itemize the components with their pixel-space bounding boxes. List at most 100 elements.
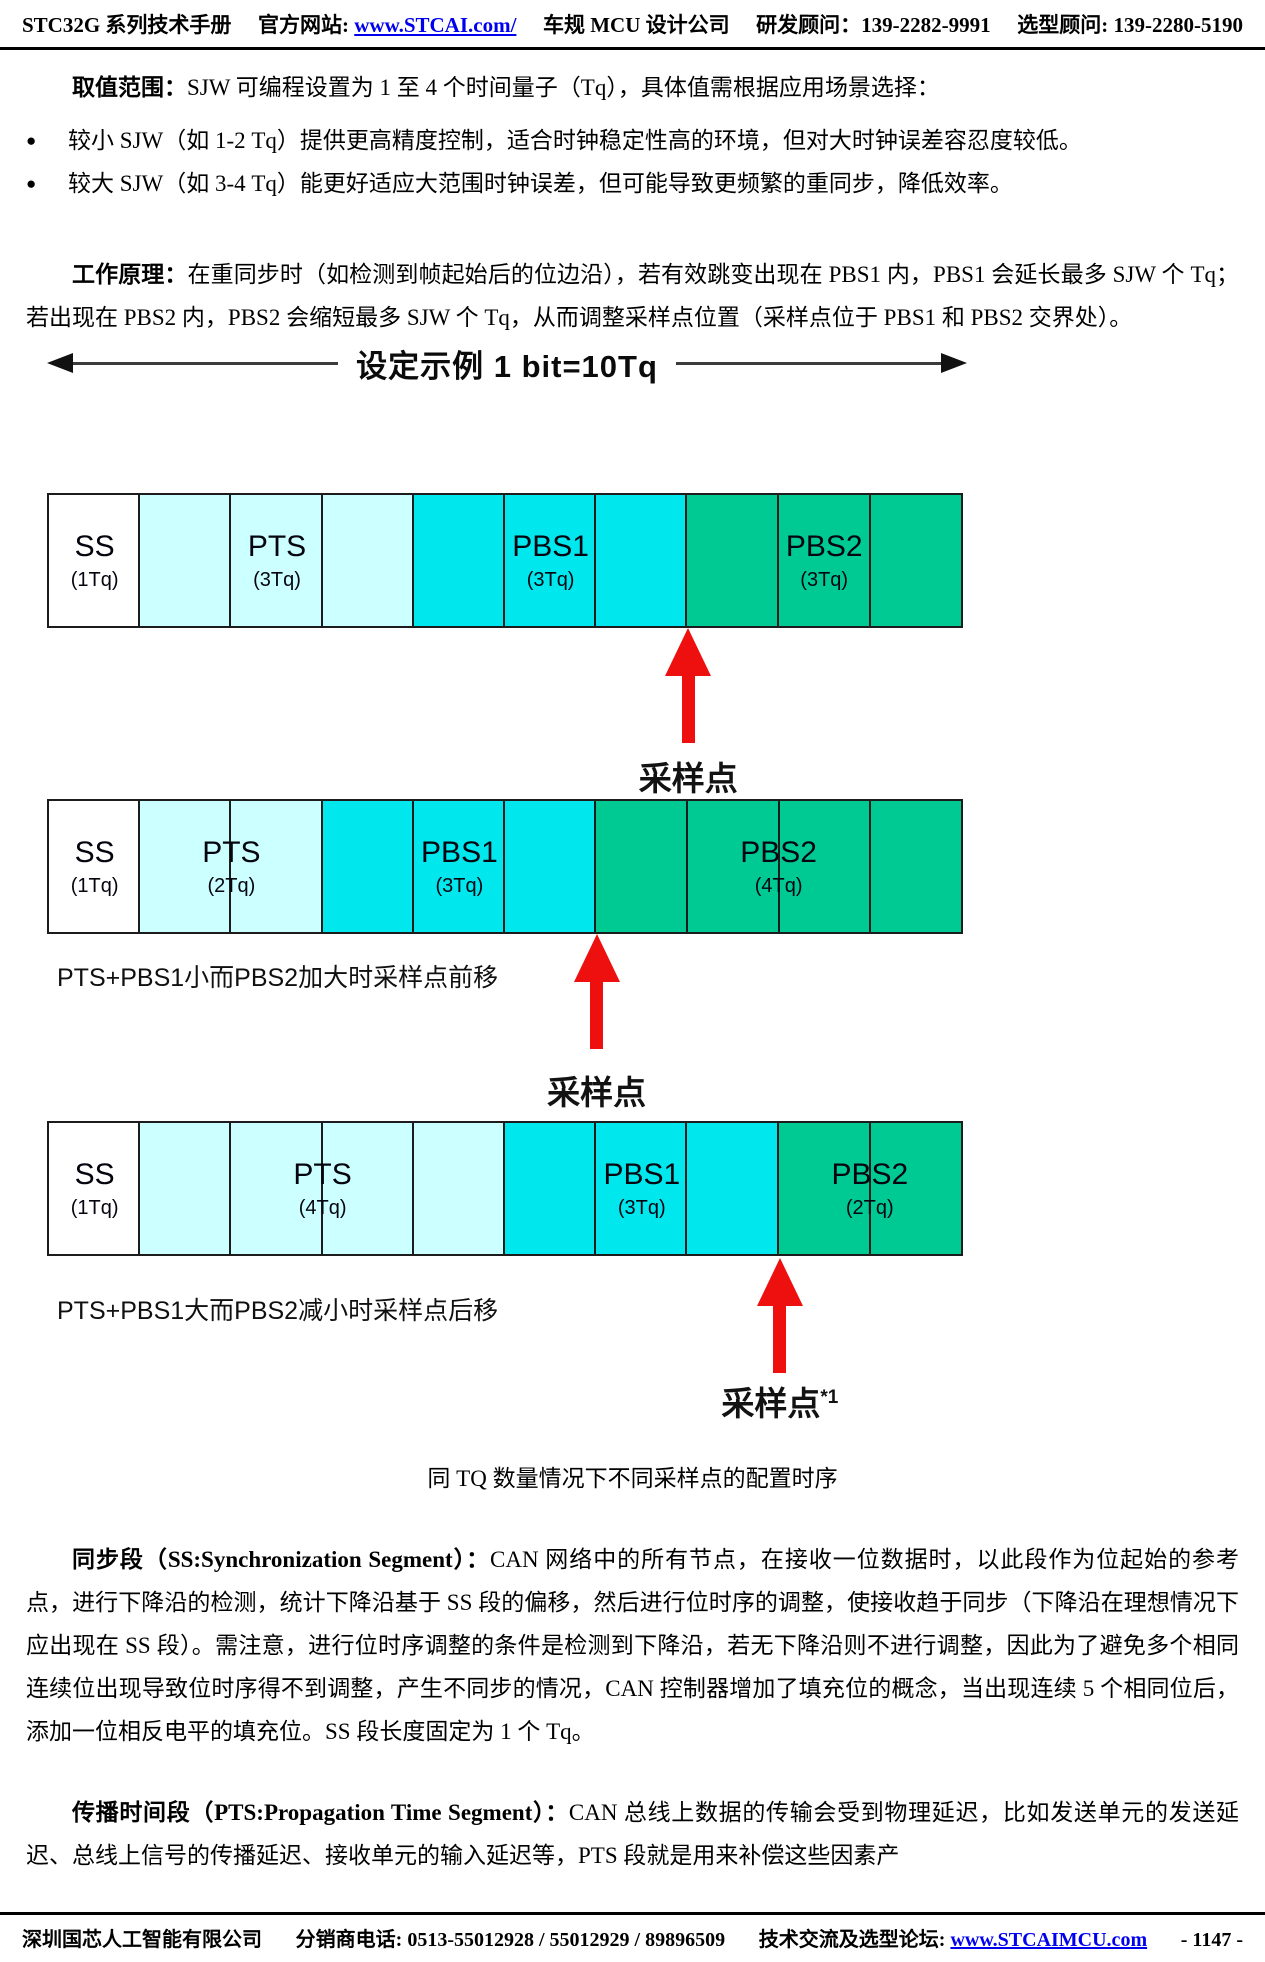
arrow-head [573, 934, 620, 982]
bullet-list: ● 较小 SJW（如 1-2 Tq）提供更高精度控制，适合时钟稳定性高的环境，但… [0, 119, 1265, 205]
tq-cell [596, 1123, 688, 1254]
tq-cell [779, 495, 872, 626]
value-range-lead: 取值范围： [72, 75, 187, 100]
list-item: ● 较大 SJW（如 3-4 Tq）能更好适应大范围时钟误差，但可能导致更频繁的… [0, 162, 1265, 205]
sample-point-arrow-icon [573, 934, 620, 1049]
footer-company: 深圳国芯人工智能有限公司 [22, 1929, 262, 1951]
tq-cell [871, 1123, 961, 1254]
diagram-title: 设定示例 1 bit=10Tq [356, 348, 658, 384]
tq-cell [780, 801, 872, 932]
official-site: 官方网站: www.STCAI.com/ [258, 9, 516, 39]
working-principle-lead: 工作原理： [72, 262, 188, 287]
arrow-line [73, 361, 339, 365]
tq-cell [871, 495, 961, 626]
bit-span-arrow: 设定示例 1 bit=10Tq [47, 343, 968, 384]
timing-bar: SS(1Tq)PTS(4Tq)PBS1(3Tq)PBS2(2Tq) [47, 1121, 963, 1256]
footer-forum-link[interactable]: www.STCAIMCU.com [950, 1929, 1148, 1951]
tq-cell [140, 495, 232, 626]
manual-title: STC32G 系列技术手册 [22, 13, 232, 37]
page-header: STC32G 系列技术手册 官方网站: www.STCAI.com/ 车规 MC… [0, 0, 1265, 50]
tq-cells [49, 495, 141, 626]
tq-cell [231, 1123, 323, 1254]
segment-pbs2: PBS2(2Tq) [778, 1123, 961, 1254]
tq-cell [49, 801, 141, 932]
tq-cell [688, 801, 780, 932]
sync-segment-text: CAN 网络中的所有节点，在接收一位数据时，以此段作为位起始的参考点，进行下降沿… [26, 1547, 1239, 1744]
arrowhead-left-icon [47, 353, 73, 373]
tq-cell [49, 495, 141, 626]
segment-ss: SS(1Tq) [49, 1123, 141, 1254]
segment-pts: PTS(4Tq) [140, 1123, 506, 1254]
tq-cell [140, 801, 232, 932]
segment-pts: PTS(3Tq) [140, 495, 414, 626]
bullet-dot-icon: ● [26, 174, 37, 193]
footer-phone-label: 分销商电话: [295, 1929, 408, 1951]
tq-cell [687, 495, 780, 626]
tq-cells [140, 1123, 506, 1254]
sample-point-label: 采样点 [639, 752, 738, 800]
tq-cells [49, 801, 141, 932]
tq-cells [49, 1123, 141, 1254]
tq-cell [231, 495, 323, 626]
timing-bar: SS(1Tq)PTS(2Tq)PBS1(3Tq)PBS2(4Tq) [47, 799, 963, 934]
tq-cell [505, 1123, 597, 1254]
bar-caption: PTS+PBS1大而PBS2减小时采样点后移 [57, 1297, 499, 1325]
tq-cell [414, 495, 505, 626]
sample-point-arrow-icon [665, 628, 712, 743]
tq-cells [596, 801, 961, 932]
arrow-line [675, 361, 942, 365]
arrow-stem [590, 982, 604, 1049]
tq-cell [414, 1123, 506, 1254]
segment-ss: SS(1Tq) [49, 495, 141, 626]
sample-point-label: 采样点 [547, 1066, 646, 1114]
arrow-head [665, 628, 712, 676]
tq-cell [505, 801, 597, 932]
sample-point-label: 采样点*1 [721, 1377, 838, 1425]
tq-cells [140, 801, 323, 932]
figure-caption: 同 TQ 数量情况下不同采样点的配置时序 [427, 1466, 838, 1491]
tq-cell [596, 495, 688, 626]
tq-cells [140, 495, 414, 626]
pts-segment-text: CAN 总线上数据的传输会受到物理延迟，比如发送单元的发送延迟、总线上信号的传播… [26, 1800, 1239, 1868]
sample-point-footnote-marker: *1 [820, 1387, 839, 1408]
bullet-dot-icon: ● [26, 131, 37, 150]
tq-cell [505, 495, 597, 626]
segment-pbs2: PBS2(3Tq) [687, 495, 961, 626]
value-range-text: SJW 可编程设置为 1 至 4 个时间量子（Tq），具体值需根据应用场景选择： [187, 75, 940, 100]
segment-pbs2: PBS2(4Tq) [596, 801, 961, 932]
sample-point-arrow-icon [756, 1258, 803, 1373]
tq-cell [414, 801, 506, 932]
tq-cell [49, 1123, 141, 1254]
tq-cells [505, 1123, 779, 1254]
tq-cell [323, 801, 414, 932]
official-site-link[interactable]: www.STCAI.com/ [354, 13, 517, 37]
page-number: - 1147 - [1180, 1929, 1243, 1951]
footer-forum: 技术交流及选型论坛: www.STCAIMCU.com [759, 1923, 1147, 1952]
sync-segment-lead: 同步段（SS:Synchronization Segment）： [72, 1547, 491, 1572]
segment-pbs1: PBS1(3Tq) [413, 495, 688, 626]
segment-pbs1: PBS1(3Tq) [322, 801, 597, 932]
arrow-stem [773, 1306, 787, 1373]
tq-cells [323, 801, 597, 932]
pts-segment-lead: 传播时间段（PTS:Propagation Time Segment）： [72, 1800, 569, 1825]
tq-cell [687, 1123, 779, 1254]
bit-timing-diagram: 设定示例 1 bit=10Tq SS(1Tq)PTS(3Tq)PBS1(3Tq)… [0, 339, 1265, 1434]
tq-cell [779, 1123, 871, 1254]
tq-cell [871, 801, 961, 932]
tq-cell [596, 801, 688, 932]
tq-cells [414, 495, 688, 626]
working-principle-text: 在重同步时（如检测到帧起始后的位边沿），若有效跳变出现在 PBS1 内，PBS1… [26, 262, 1240, 330]
timing-bar: SS(1Tq)PTS(3Tq)PBS1(3Tq)PBS2(3Tq) [47, 493, 963, 628]
bullet-text: 较大 SJW（如 3-4 Tq）能更好适应大范围时钟误差，但可能导致更频繁的重同… [68, 171, 1013, 196]
sample-point-text: 采样点 [721, 1385, 821, 1422]
company-type: 车规 MCU 设计公司 [542, 13, 730, 37]
tq-cell [231, 801, 323, 932]
rd-contact: 研发顾问：139-2282-9991 [756, 13, 991, 37]
segment-ss: SS(1Tq) [49, 801, 141, 932]
arrow-head [756, 1258, 803, 1306]
tq-cells [687, 495, 961, 626]
tq-cell [140, 1123, 232, 1254]
official-site-label: 官方网站: [257, 13, 355, 37]
bar-caption: PTS+PBS1小而PBS2加大时采样点前移 [57, 964, 499, 992]
